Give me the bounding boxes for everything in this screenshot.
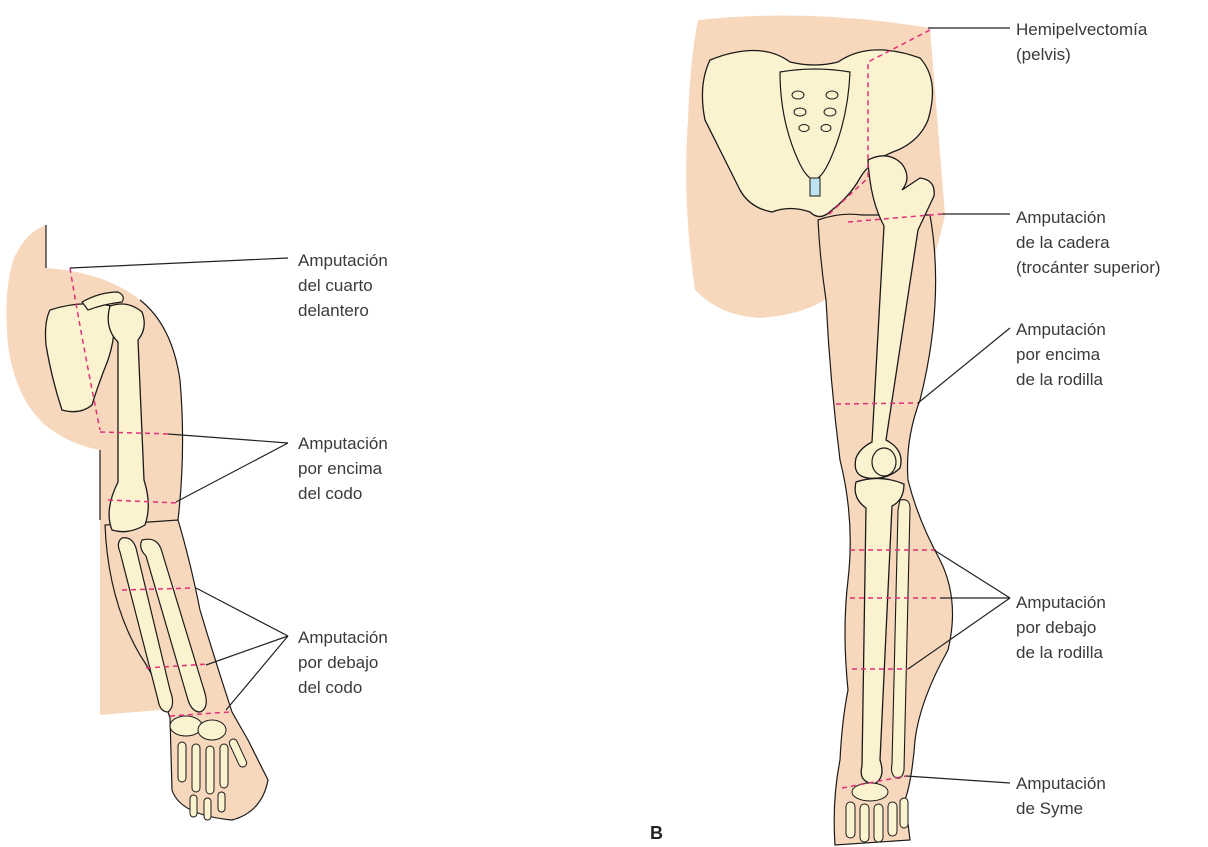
label-hemipelvectomy: Hemipelvectomía (pelvis) <box>1016 17 1147 67</box>
leader-above-elbow-a <box>168 434 288 443</box>
label-forequarter: Amputación del cuarto delantero <box>298 248 388 323</box>
label-below-elbow: Amputación por debajo del codo <box>298 625 388 700</box>
leader-syme <box>906 776 1010 783</box>
leader-above-elbow-b <box>176 443 288 502</box>
label-above-knee: Amputación por encima de la rodilla <box>1016 317 1106 392</box>
leader-below-elbow-a <box>196 588 288 636</box>
label-below-knee: Amputación por debajo de la rodilla <box>1016 590 1106 665</box>
label-above-elbow: Amputación por encima del codo <box>298 431 388 506</box>
label-syme: Amputación de Syme <box>1016 771 1106 821</box>
arm-figure <box>6 225 288 820</box>
leader-forequarter <box>70 258 288 268</box>
leg-figure <box>686 16 1010 846</box>
panel-label: B <box>650 823 663 844</box>
label-hip: Amputación de la cadera (trocánter super… <box>1016 205 1161 280</box>
patella-bone <box>872 448 896 476</box>
pubic-symphysis <box>810 178 820 196</box>
